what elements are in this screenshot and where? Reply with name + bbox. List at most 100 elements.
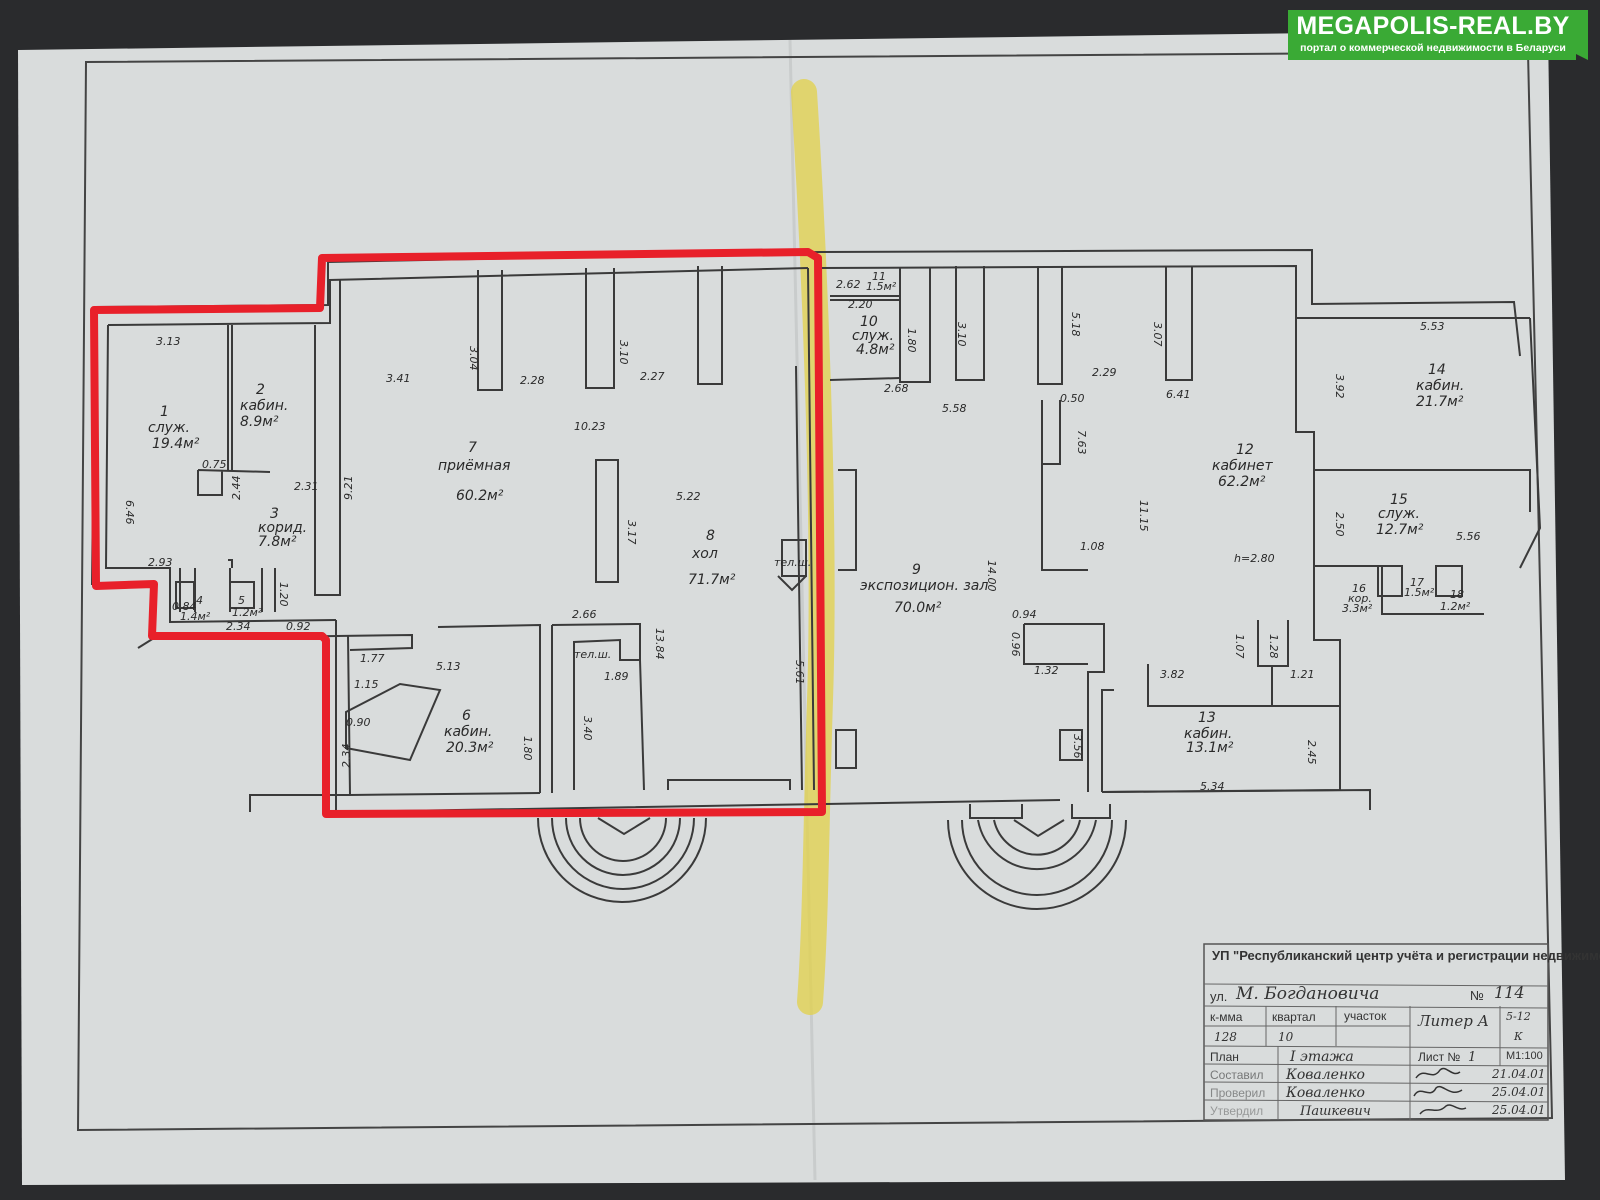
dimension: 0.94 bbox=[1012, 608, 1037, 621]
svg-text:2: 2 bbox=[256, 382, 265, 398]
svg-text:60.2м²: 60.2м² bbox=[456, 488, 504, 504]
litera: Литер А bbox=[1417, 1012, 1489, 1030]
svg-text:3.3м²: 3.3м² bbox=[1342, 602, 1373, 615]
org-name: УП "Республиканский центр учёта и регист… bbox=[1212, 948, 1600, 963]
svg-text:корид.: корид. bbox=[258, 520, 307, 536]
dimension: 1.80 bbox=[905, 328, 918, 353]
drawing-frame bbox=[76, 50, 1554, 1132]
logo-subtitle: портал о коммерческой недвижимости в Бел… bbox=[1300, 42, 1566, 54]
dimension: 3.13 bbox=[156, 335, 181, 348]
dimension: 1.80 bbox=[521, 736, 534, 761]
svg-text:1.2м²: 1.2м² bbox=[232, 606, 263, 619]
signature bbox=[1419, 1104, 1467, 1115]
dimension: 5.18 bbox=[1069, 312, 1082, 337]
street-label: ул. bbox=[1210, 989, 1227, 1004]
dimension: 3.82 bbox=[1160, 668, 1185, 681]
dimension: 0.96 bbox=[1009, 632, 1022, 657]
megapolis-logo[interactable]: MEGAPOLIS-REAL.BY портал о коммерческой … bbox=[1288, 10, 1588, 60]
dimension: 1.77 bbox=[360, 652, 385, 665]
plan-value: I этажа bbox=[1289, 1049, 1354, 1065]
dimension: тел.ш. bbox=[574, 648, 611, 661]
room-label: 2 кабин. 8.9м² bbox=[240, 382, 288, 430]
dimension: 5.61 bbox=[793, 660, 806, 685]
dimension: 1.89 bbox=[604, 670, 629, 683]
dimension: 0.75 bbox=[202, 458, 227, 471]
room-label: 6 кабин. 20.3м² bbox=[444, 708, 494, 756]
dimension: 1.28 bbox=[1267, 634, 1280, 659]
svg-text:кабин.: кабин. bbox=[1416, 378, 1464, 394]
room-label: 18 1.2м² bbox=[1440, 588, 1471, 613]
dimension: 2.29 bbox=[1092, 366, 1117, 379]
approved-name: Пашкевич bbox=[1299, 1104, 1371, 1119]
dimension: 5.53 bbox=[1420, 320, 1445, 333]
kmma-value: 128 bbox=[1214, 1030, 1237, 1044]
dimension: 2.31 bbox=[294, 480, 319, 493]
dimension: 2.34 bbox=[340, 744, 353, 769]
signature bbox=[1415, 1067, 1461, 1079]
dimension: 1.07 bbox=[1233, 634, 1246, 659]
dimension: 3.17 bbox=[625, 520, 638, 545]
svg-text:11: 11 bbox=[872, 270, 886, 283]
dimension: 2.62 bbox=[836, 278, 861, 291]
dimension: 5.56 bbox=[1456, 530, 1481, 543]
room-label: 5 1.2м² bbox=[232, 594, 263, 619]
dimension: 13.84 bbox=[653, 628, 666, 660]
svg-text:70.0м²: 70.0м² bbox=[894, 600, 942, 616]
room-label: 13 кабин. 13.1м² bbox=[1184, 710, 1234, 756]
logo-badge bbox=[1288, 10, 1588, 60]
svg-text:7.8м²: 7.8м² bbox=[258, 534, 297, 550]
dimension: 5.22 bbox=[676, 490, 701, 503]
dimension: 2.68 bbox=[884, 382, 909, 395]
sheet-value: 1 bbox=[1468, 1050, 1476, 1065]
svg-text:служ.: служ. bbox=[148, 420, 190, 436]
svg-text:10: 10 bbox=[860, 314, 878, 330]
dimension: 5.34 bbox=[1200, 780, 1225, 793]
dimension: 0.84 bbox=[172, 600, 197, 613]
svg-text:18: 18 bbox=[1450, 588, 1464, 601]
svg-text:21.7м²: 21.7м² bbox=[1416, 394, 1464, 410]
svg-text:7: 7 bbox=[468, 440, 477, 456]
checked-date: 25.04.01 bbox=[1491, 1085, 1545, 1099]
room-label: 15 служ. 12.7м² bbox=[1376, 492, 1424, 538]
svg-text:экспозицион. зал: экспозицион. зал bbox=[860, 578, 988, 594]
dimension: 5.58 bbox=[942, 402, 967, 415]
dimension: 14.00 bbox=[985, 560, 998, 592]
svg-text:12.7м²: 12.7м² bbox=[1376, 522, 1424, 538]
dimension: 3.56 bbox=[1071, 734, 1084, 759]
paper-sheet bbox=[18, 30, 1565, 1185]
room-label: 1 служ. 19.4м² bbox=[148, 404, 200, 452]
highlighted-area-outline bbox=[90, 248, 826, 818]
svg-text:14: 14 bbox=[1428, 362, 1446, 378]
dimension: 2.34 bbox=[226, 620, 251, 633]
svg-text:6: 6 bbox=[462, 708, 471, 724]
dimension: 1.15 bbox=[354, 678, 379, 691]
svg-text:кабинет: кабинет bbox=[1212, 458, 1274, 474]
svg-text:хол: хол bbox=[691, 546, 718, 562]
checked-name: Коваленко bbox=[1285, 1085, 1365, 1101]
title-block: УП "Республиканский центр учёта и регист… bbox=[1203, 943, 1600, 1121]
svg-text:1.4м²: 1.4м² bbox=[180, 610, 211, 623]
room-label: 11 1.5м² bbox=[866, 270, 897, 293]
dimension: 3.04 bbox=[467, 346, 480, 371]
svg-text:20.3м²: 20.3м² bbox=[446, 740, 494, 756]
approved-label: Утвердил bbox=[1210, 1104, 1263, 1118]
svg-text:15: 15 bbox=[1390, 492, 1408, 508]
svg-text:кабин.: кабин. bbox=[1184, 726, 1232, 742]
svg-text:кабин.: кабин. bbox=[240, 398, 288, 414]
litera-fraction-top: 5-12 bbox=[1506, 1010, 1531, 1023]
dimension: 3.10 bbox=[617, 340, 630, 365]
room-labels: 1 служ. 19.4м² 2 кабин. 8.9м² 3 корид. 7… bbox=[148, 270, 1471, 756]
dimension: 3.41 bbox=[386, 372, 411, 385]
dimension: 5.13 bbox=[436, 660, 461, 673]
dimension: 0.92 bbox=[286, 620, 311, 633]
compiled-label: Составил bbox=[1210, 1068, 1263, 1082]
dimension: 3.07 bbox=[1151, 322, 1164, 347]
kvartal-label: квартал bbox=[1272, 1010, 1316, 1024]
dimension: 10.23 bbox=[574, 420, 606, 433]
svg-text:4: 4 bbox=[196, 594, 203, 607]
dimension: 0.90 bbox=[346, 716, 371, 729]
svg-text:3: 3 bbox=[270, 506, 279, 522]
dimension: 2.66 bbox=[572, 608, 597, 621]
dimension: тел.ш. bbox=[774, 556, 811, 569]
svg-text:17: 17 bbox=[1410, 576, 1424, 589]
